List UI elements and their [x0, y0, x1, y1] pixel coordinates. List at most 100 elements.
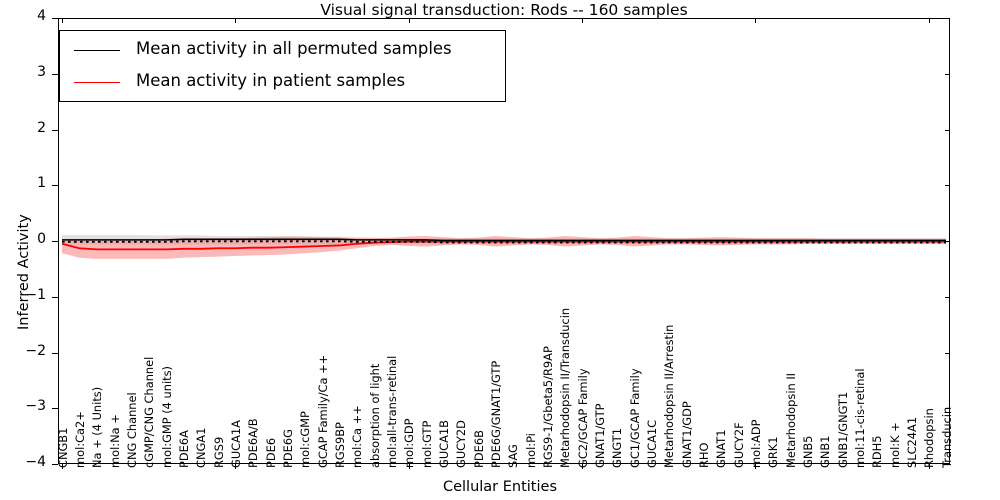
y-axis-tick-mark — [52, 296, 58, 298]
y-axis-tick-mark-right — [945, 18, 950, 19]
y-axis-tick-label: −1 — [25, 286, 46, 303]
y-axis-tick-mark-right — [945, 241, 950, 242]
x-axis-category-label: mol:all-trans-retinal — [384, 355, 399, 468]
x-axis-category-label: mol:Pi — [523, 433, 538, 468]
y-axis-tick-mark — [52, 352, 58, 354]
page-title: Visual signal transduction: Rods -- 160 … — [320, 1, 688, 19]
x-axis-category-label: GNAT1 — [714, 429, 729, 468]
x-axis-tick-mark-top — [582, 18, 583, 23]
x-axis-category-label: PDE6A — [176, 430, 191, 468]
x-axis-category-label: RGS9BP — [332, 422, 347, 468]
x-axis-tick-mark-top — [755, 18, 757, 23]
y-axis-tick-label: −4 — [25, 454, 46, 470]
x-axis-category-label: CNG Channel — [124, 392, 139, 468]
x-axis-category-label: GRK1 — [766, 436, 781, 468]
x-axis-tick-mark-top — [235, 18, 237, 23]
legend-entry: Mean activity in patient samples — [60, 67, 505, 99]
y-axis-tick-mark — [52, 241, 58, 242]
legend-entry: Mean activity in all permuted samples — [60, 35, 505, 67]
x-axis-category-label: SAG — [506, 444, 521, 468]
x-axis-category-label: mol:ADP — [748, 419, 763, 469]
x-axis-category-label: Metarhodopsin II — [783, 372, 798, 468]
y-axis-tick-mark-right — [945, 185, 950, 187]
x-axis-category-label: mol:GTP — [419, 420, 434, 468]
x-axis-category-label: absorption of light — [367, 363, 382, 468]
x-axis-category-label: Transducin — [939, 406, 954, 468]
x-axis-tick-mark — [235, 464, 237, 469]
x-axis-category-label: Metarhodopsin II/Transducin — [558, 307, 573, 468]
x-axis-category-label: GNAT1/GTP — [592, 403, 607, 468]
x-axis-category-label: GNGT1 — [610, 428, 625, 468]
x-axis-category-label: mol:cGMP — [298, 411, 313, 468]
y-axis-tick-mark-right — [945, 352, 950, 354]
y-axis-tick-mark — [52, 129, 58, 131]
x-axis-category-label: Metarhodopsin II/Arrestin — [662, 324, 677, 468]
x-axis-category-label: mol:Ca2+ — [72, 411, 87, 468]
x-axis-category-label: mol:GMP (4 units) — [159, 366, 174, 468]
y-axis-tick-label: −2 — [25, 342, 46, 359]
x-axis-tick-mark — [408, 464, 410, 469]
x-axis-category-label: RHO — [696, 442, 711, 468]
x-axis-category-label: RGS9-1/Gbeta5/R9AP — [540, 346, 555, 468]
y-axis-tick-label: −3 — [25, 398, 46, 415]
x-axis-category-label: mol:K + — [887, 422, 902, 468]
x-axis-category-label: mol:Ca ++ — [350, 405, 365, 468]
y-axis-tick-label: 0 — [37, 231, 46, 247]
y-axis-tick-label: 1 — [37, 175, 46, 192]
y-axis-tick-mark-right — [945, 464, 950, 465]
y-axis-tick-mark-right — [945, 408, 950, 410]
y-axis-tick-label: 3 — [37, 63, 46, 80]
x-axis-category-label: RDH5 — [870, 435, 885, 469]
x-axis-category-label: GNB1/GNGT1 — [835, 391, 850, 468]
x-axis-category-label: GNAT1/GDP — [679, 401, 694, 468]
y-axis-tick-mark-right — [945, 73, 950, 75]
x-axis-category-label: mol:Na + — [107, 414, 122, 468]
x-axis-category-label: Rhodopsin — [922, 408, 937, 468]
x-axis-tick-mark-top — [928, 18, 930, 23]
x-axis-category-label: PDE6 — [263, 437, 278, 468]
x-axis-category-label: PDE6B — [471, 430, 486, 468]
x-axis-category-label: GUCY2D — [454, 420, 469, 468]
x-axis-category-label: GUCY2F — [731, 422, 746, 468]
y-axis-tick-mark — [52, 73, 58, 75]
x-axis-category-label: mol:11-cis-retinal — [852, 368, 867, 468]
y-axis-tick-mark — [52, 408, 58, 410]
x-axis-category-label: GNB1 — [818, 435, 833, 468]
x-axis-category-label: CNGB1 — [55, 427, 70, 468]
x-axis-tick-mark-top — [408, 18, 410, 23]
x-axis-category-label: GC1/GCAP Family — [627, 368, 642, 468]
x-axis-category-label: mol:GDP — [402, 418, 417, 468]
x-axis-category-label: GUCA1C — [644, 419, 659, 468]
x-axis-category-label: CNGA1 — [194, 427, 209, 468]
y-axis-tick-mark — [52, 185, 58, 187]
x-axis-category-label: GC2/GCAP Family — [575, 368, 590, 468]
x-axis-category-label: GCAP Family/Ca ++ — [315, 354, 330, 468]
x-axis-category-label: GNB5 — [800, 435, 815, 468]
x-axis-category-label: PDE6G — [280, 429, 295, 468]
x-axis-label: Cellular Entities — [442, 479, 558, 495]
y-axis-tick-label: 2 — [37, 119, 46, 136]
x-axis-category-label: RGS9 — [211, 436, 226, 468]
y-axis-tick-mark-right — [945, 129, 950, 131]
legend-line-swatch — [74, 50, 120, 51]
y-axis-tick-mark — [52, 464, 58, 465]
x-axis-category-label: GUCA1A — [228, 420, 243, 468]
x-axis-category-label: SLC24A1 — [904, 416, 919, 468]
x-axis-tick-mark — [928, 464, 930, 469]
x-axis-tick-mark — [62, 464, 63, 469]
y-axis-tick-mark — [52, 18, 58, 19]
x-axis-category-label: cGMP/CNG Channel — [142, 356, 157, 468]
x-axis-category-label: Na + (4 Units) — [90, 386, 105, 468]
x-axis-category-label: GUCA1B — [436, 420, 451, 468]
y-axis-label: Inferred Activity — [16, 214, 32, 330]
x-axis-category-label: PDE6G/GNAT1/GTP — [488, 360, 503, 468]
x-axis-tick-mark — [582, 464, 583, 469]
y-axis-tick-mark-right — [945, 296, 950, 298]
y-axis-tick-label: 4 — [37, 8, 46, 24]
x-axis-category-label: PDE6A/B — [246, 418, 261, 468]
legend-label: Mean activity in all permuted samples — [136, 39, 452, 58]
legend-line-swatch — [74, 82, 120, 83]
x-axis-tick-mark — [755, 464, 757, 469]
